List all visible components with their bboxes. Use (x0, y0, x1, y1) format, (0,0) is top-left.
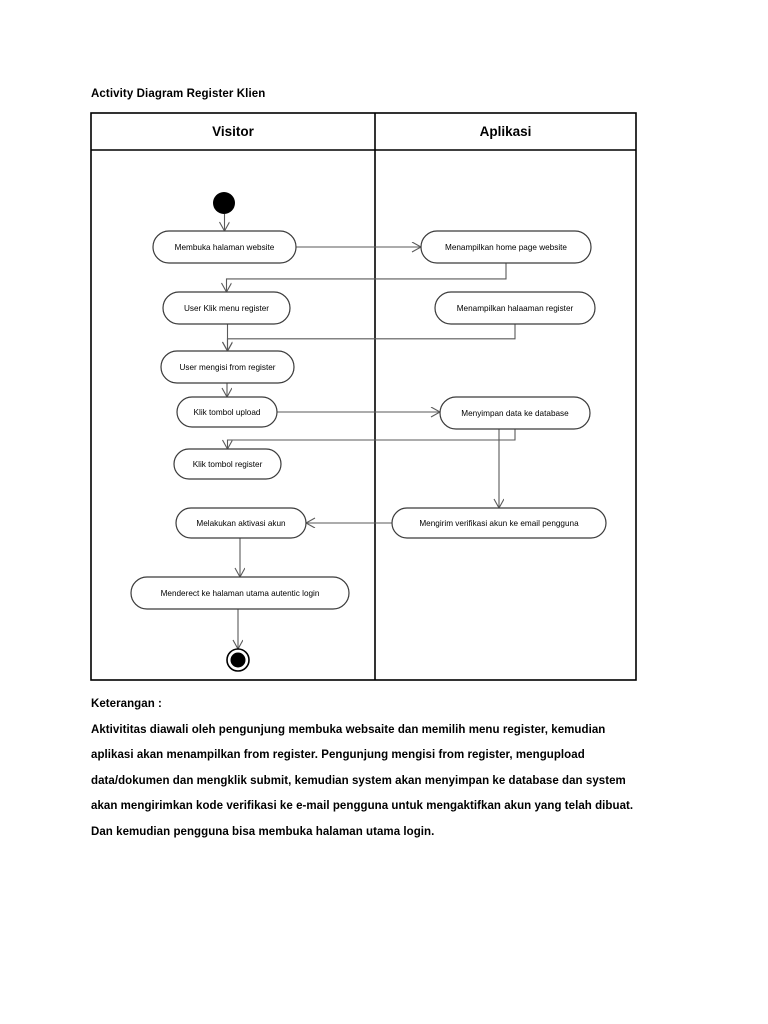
activity-node-label: Menderect ke halaman utama autentic logi… (161, 589, 320, 598)
activity-node-shape (173, 448, 282, 480)
activity-node-label: Mengirim verifikasi akun ke email penggu… (419, 519, 579, 528)
keterangan-heading: Keterangan : (91, 698, 162, 710)
activity-node[interactable]: Menyimpan data ke database (439, 396, 591, 430)
page-title: Activity Diagram Register Klien (91, 88, 266, 100)
keterangan-line: data/dokumen dan mengklik submit, kemudi… (91, 774, 626, 787)
activity-node[interactable]: Menampilkan home page website (420, 230, 592, 264)
initial-node (213, 192, 235, 214)
activity-node-shape (130, 576, 350, 610)
activity-node-shape (176, 396, 278, 428)
edge-n7-to-n8 (228, 429, 516, 449)
activity-node-shape (391, 507, 607, 539)
activity-node-shape (434, 291, 596, 325)
activity-node-shape (175, 507, 307, 539)
edge-layer (225, 214, 516, 649)
activity-node-label: Menyimpan data ke database (461, 409, 569, 418)
activity-node[interactable]: Klik tombol register (173, 448, 282, 480)
activity-node-label: Menampilkan halaaman register (457, 304, 574, 313)
activity-node-label: User Klik menu register (184, 304, 269, 313)
activity-node[interactable]: Klik tombol upload (176, 396, 278, 428)
activity-node-label: Klik tombol register (193, 460, 263, 469)
activity-node[interactable]: User Klik menu register (162, 291, 291, 325)
keterangan-line: akan mengirimkan kode verifikasi ke e-ma… (91, 800, 634, 812)
activity-node-shape (160, 350, 295, 384)
activity-node[interactable]: Membuka halaman website (152, 230, 297, 264)
activity-node-label: Menampilkan home page website (445, 243, 567, 252)
lane-title-visitor: Visitor (212, 124, 255, 139)
keterangan-line: Aktivititas diawali oleh pengunjung memb… (91, 723, 606, 736)
keterangan-line: Dan kemudian pengguna bisa membuka halam… (91, 825, 435, 838)
activity-node[interactable]: Melakukan aktivasi akun (175, 507, 307, 539)
activity-node[interactable]: Menampilkan halaaman register (434, 291, 596, 325)
activity-node-label: Melakukan aktivasi akun (196, 519, 286, 528)
activity-node[interactable]: User mengisi from register (160, 350, 295, 384)
activity-node[interactable]: Mengirim verifikasi akun ke email penggu… (391, 507, 607, 539)
activity-node[interactable]: Menderect ke halaman utama autentic logi… (130, 576, 350, 610)
activity-node-shape (162, 291, 291, 325)
activity-node-layer: Membuka halaman website Menampilkan home … (130, 230, 607, 610)
lane-title-aplikasi: Aplikasi (480, 124, 532, 139)
activity-node-shape (152, 230, 297, 264)
activity-node-shape (439, 396, 591, 430)
activity-diagram: Visitor Aplikasi Membuka halaman website… (90, 112, 637, 681)
activity-node-label: User mengisi from register (180, 363, 276, 372)
final-node-dot (230, 652, 246, 668)
edge-n2-to-n3 (227, 263, 507, 292)
final-node (226, 648, 250, 672)
activity-node-label: Klik tombol upload (194, 408, 261, 417)
keterangan-section: Keterangan : Aktivititas diawali oleh pe… (91, 692, 681, 845)
activity-node-shape (420, 230, 592, 264)
keterangan-line: aplikasi akan menampilkan from register.… (91, 749, 585, 761)
activity-node-label: Membuka halaman website (175, 243, 275, 252)
